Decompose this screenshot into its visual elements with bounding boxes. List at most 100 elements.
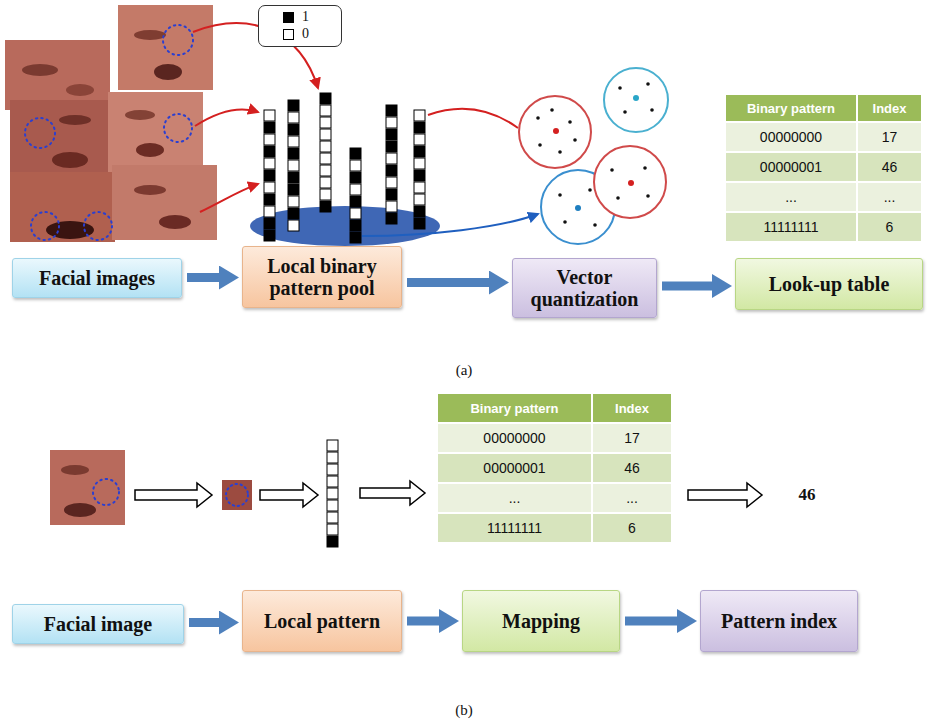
bit-cell [414,194,425,205]
process-box: Pattern index [700,590,858,652]
bit-cell [327,500,338,511]
bit-cell [264,170,275,181]
process-box: Local pattern [242,590,402,652]
box-label: Facial image [44,613,152,635]
binary-column [288,100,299,231]
bit-cell [414,182,425,193]
bit-cell [264,230,275,241]
bit-cell [386,213,397,224]
binary-column [386,105,397,224]
flow-arrow [662,282,718,291]
bit-cell [350,232,361,243]
bit-cell [288,220,299,231]
bit-cell [350,184,361,195]
flow-arrow [407,278,495,287]
bit-cell [320,105,331,116]
bit-cell [350,148,361,159]
table-cell: ... [437,483,592,513]
flow-arrow [407,617,445,626]
table-cell: ... [592,483,672,513]
box-label: Vector quantization [521,266,648,310]
table-cell: 17 [592,423,672,453]
flow-arrow [187,273,225,282]
box-label: Facial images [39,267,155,289]
bit-cell [288,124,299,135]
bit-cell [320,141,331,152]
face-photo [50,450,125,525]
table-cell: 00000001 [725,152,857,182]
box-label: Pattern index [721,610,837,632]
flow-arrow [189,618,225,627]
bit-cell [320,93,331,104]
box-label: Look-up table [769,273,890,295]
process-box: Local binary pattern pool [242,246,402,308]
bit-cell [327,512,338,523]
bit-cell [288,184,299,195]
legend-swatch [283,29,294,40]
bit-cell [386,105,397,116]
legend-item: 1 [283,9,309,25]
legend-box: 10 [258,5,342,47]
flow-arrow [625,617,683,626]
bit-cell [327,476,338,487]
table-cell: 11111111 [437,513,592,543]
box-label: Local binary pattern pool [251,255,393,299]
bit-cell [414,158,425,169]
binary-columns [264,93,425,547]
process-box: Vector quantization [512,258,657,318]
table-cell: 00000000 [725,122,857,152]
binary-column [320,93,331,212]
bit-cell [414,110,425,121]
bit-cell [414,146,425,157]
bit-cell [386,117,397,128]
bit-cell [414,218,425,229]
box-label: Local pattern [264,610,380,632]
bit-cell [386,153,397,164]
bit-cell [288,100,299,111]
bit-cell [264,194,275,205]
bit-cell [350,208,361,219]
table-cell: 6 [857,212,922,242]
bit-cell [264,182,275,193]
bit-cell [386,129,397,140]
table-cell: 00000000 [437,423,592,453]
legend-text: 1 [302,9,309,25]
table-header: Index [592,393,672,423]
bit-cell [320,165,331,176]
bit-cell [327,488,338,499]
bit-cell [264,134,275,145]
table-cell: 00000001 [437,453,592,483]
bit-cell [327,440,338,451]
bit-cell [327,536,338,547]
bit-cell [320,177,331,188]
table-cell: ... [725,182,857,212]
bit-cell [288,136,299,147]
binary-column [264,110,275,241]
local-patch [222,480,252,510]
table-cell: 17 [857,122,922,152]
bit-cell [264,146,275,157]
bit-cell [386,189,397,200]
bit-cell [414,134,425,145]
legend-text: 0 [302,26,309,42]
process-box: Facial image [12,604,184,644]
bit-cell [264,158,275,169]
bit-cell [386,141,397,152]
table-cell: ... [857,182,922,212]
sampling-arrows [193,23,318,212]
bit-cell [386,177,397,188]
bit-cell [320,189,331,200]
cluster-circles [519,68,668,244]
bit-cell [288,112,299,123]
process-box: Mapping [462,590,620,652]
process-box: Facial images [12,258,182,298]
bit-cell [350,196,361,207]
table-header: Index [857,94,922,122]
table-header: Binary pattern [725,94,857,122]
bit-cell [414,206,425,217]
bit-cell [320,153,331,164]
bit-cell [288,196,299,207]
table-cell: 6 [592,513,672,543]
result-index: 46 [782,482,832,508]
